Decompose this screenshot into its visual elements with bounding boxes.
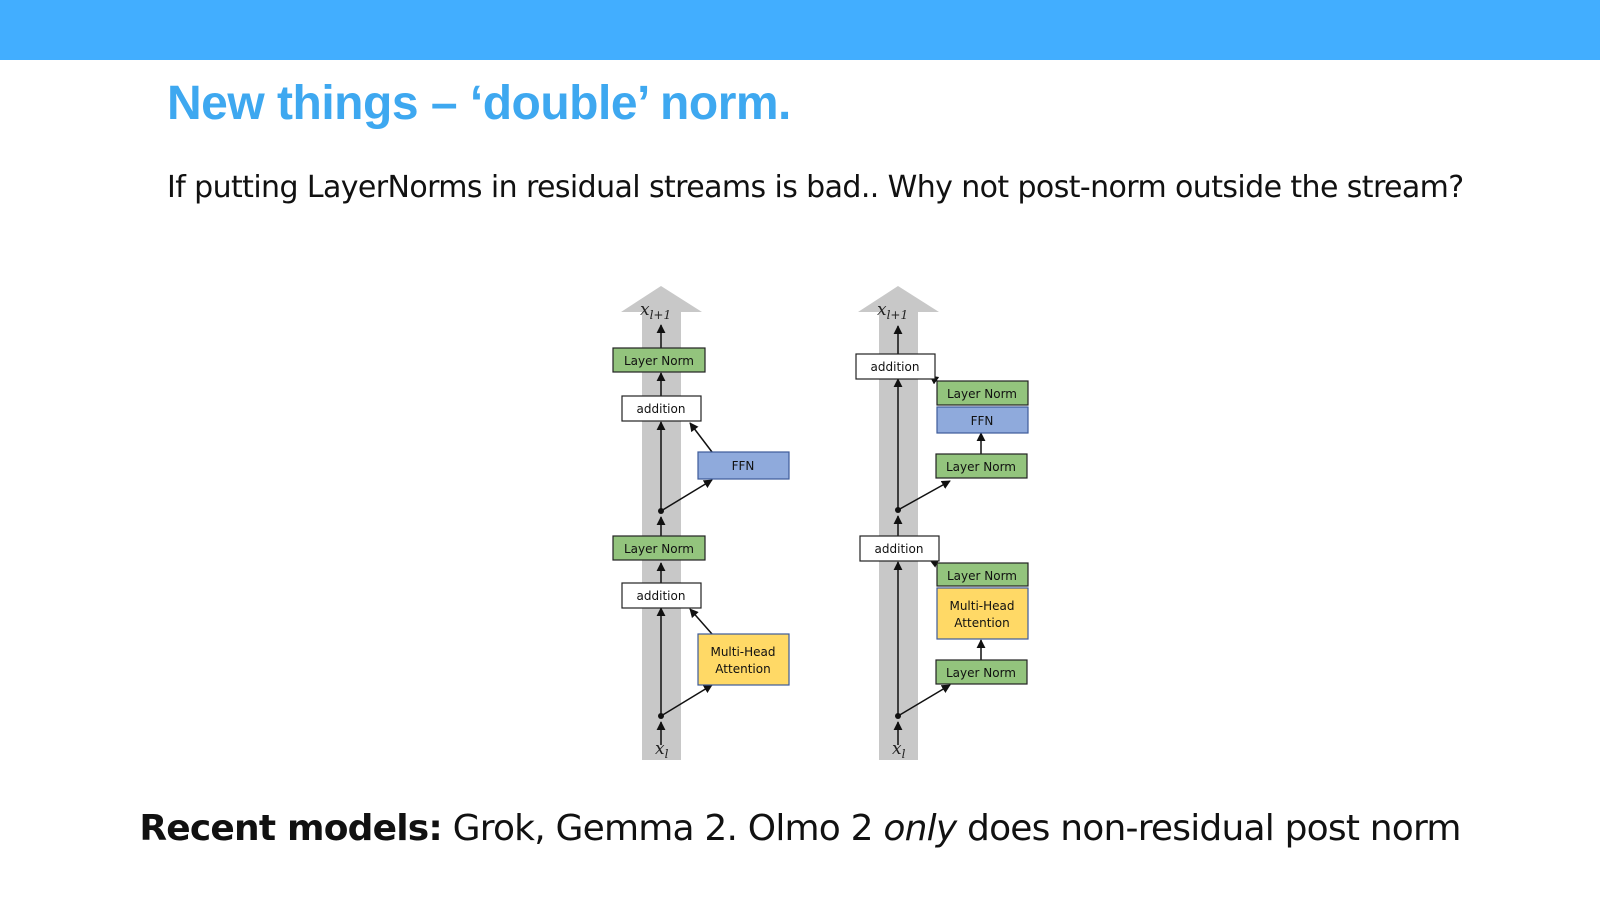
- left-ffn: FFN: [697, 451, 790, 480]
- right-addition-mid: addition: [859, 535, 940, 562]
- right-diagram: xl+1 xl addition Layer Norm: [855, 286, 1029, 761]
- svg-text:Layer Norm: Layer Norm: [946, 666, 1016, 680]
- svg-text:Layer Norm: Layer Norm: [624, 354, 694, 368]
- right-output-label: xl+1: [877, 300, 908, 322]
- footer-italic: only: [883, 808, 957, 849]
- left-input-label: xl: [655, 739, 669, 760]
- svg-text:Attention: Attention: [954, 616, 1009, 630]
- svg-text:FFN: FFN: [971, 414, 994, 428]
- right-layer-norm-mha-post: Layer Norm: [936, 562, 1029, 587]
- svg-text:Layer Norm: Layer Norm: [947, 387, 1017, 401]
- right-layer-norm-mha-pre: Layer Norm: [935, 659, 1028, 685]
- left-layer-norm-mid: Layer Norm: [612, 535, 706, 561]
- right-addition-top: addition: [855, 353, 936, 380]
- footer-note: Recent models: Grok, Gemma 2. Olmo 2 onl…: [0, 808, 1600, 849]
- svg-text:Multi-Head: Multi-Head: [949, 599, 1014, 613]
- svg-text:FFN: FFN: [732, 459, 755, 473]
- svg-text:Attention: Attention: [715, 662, 770, 676]
- svg-text:Layer Norm: Layer Norm: [946, 460, 1016, 474]
- slide-subtitle: If putting LayerNorms in residual stream…: [167, 170, 1464, 205]
- left-multi-head-attention: Multi-Head Attention: [697, 633, 790, 686]
- slide-title: New things – ‘double’ norm.: [167, 77, 791, 130]
- double-norm-diagram: xl+1 xl Layer Norm addition: [580, 280, 1060, 761]
- left-layer-norm-top: Layer Norm: [612, 347, 706, 373]
- svg-text:Multi-Head: Multi-Head: [710, 645, 775, 659]
- left-addition-mid: addition: [621, 582, 702, 609]
- right-input-label: xl: [892, 739, 906, 760]
- svg-text:Layer Norm: Layer Norm: [947, 569, 1017, 583]
- right-layer-norm-ffn-pre: Layer Norm: [935, 453, 1028, 479]
- svg-text:addition: addition: [871, 360, 920, 374]
- svg-text:addition: addition: [875, 542, 924, 556]
- svg-text:addition: addition: [637, 589, 686, 603]
- header-bar: [0, 0, 1600, 60]
- right-multi-head-attention: Multi-Head Attention: [936, 587, 1029, 640]
- svg-text:addition: addition: [637, 402, 686, 416]
- right-ffn: FFN: [936, 406, 1029, 434]
- left-addition-top: addition: [621, 395, 702, 422]
- footer-text-2: does non-residual post norm: [956, 808, 1461, 849]
- svg-text:Layer Norm: Layer Norm: [624, 542, 694, 556]
- left-diagram: xl+1 xl Layer Norm addition: [612, 286, 790, 761]
- right-layer-norm-ffn-post: Layer Norm: [936, 380, 1029, 406]
- left-output-label: xl+1: [640, 300, 671, 322]
- footer-text-1: Grok, Gemma 2. Olmo 2: [442, 808, 884, 849]
- footer-bold: Recent models:: [139, 808, 442, 849]
